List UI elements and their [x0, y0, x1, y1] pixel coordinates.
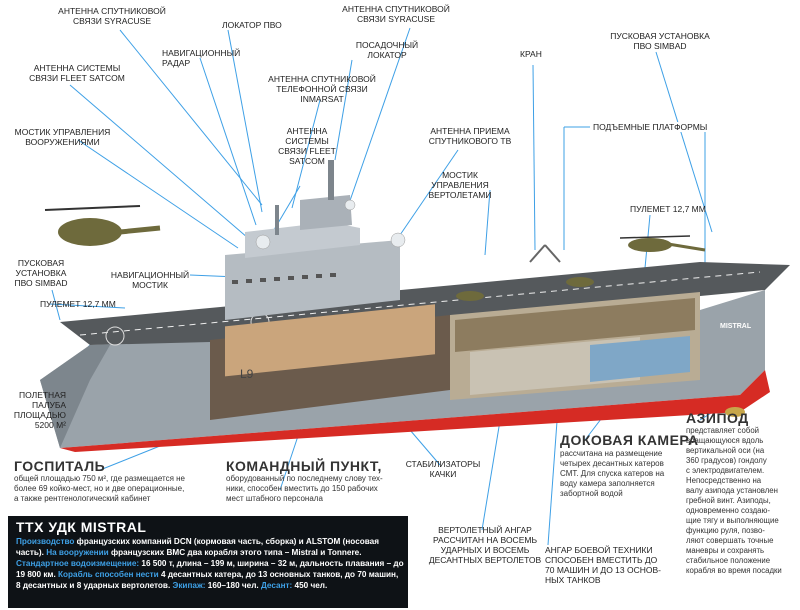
specs-val-troops: 450 чел. — [292, 581, 328, 590]
cutaway-interior — [210, 292, 700, 420]
specs-key-displacement: Стандартное водоизмещение: — [16, 559, 140, 568]
helicopter-left — [44, 205, 161, 246]
command-text: оборудованный по последнему слову тех- н… — [226, 474, 383, 503]
label-simbad-top: ПУСКОВАЯ УСТАНОВКА ПВО SIMBAD — [610, 31, 710, 51]
specs-key-production: Производство — [16, 537, 75, 546]
label-fleet-satcom-mid: АНТЕННА СИСТЕМЫ СВЯЗИ FLEET SATCOM — [278, 126, 336, 166]
specs-val-displacement: 16 500 т, длина – 199 м, ширина – 32 м, … — [16, 559, 404, 579]
label-nav-radar: НАВИГАЦИОННЫЙ РАДАР — [162, 48, 241, 68]
specs-box: ТТХ УДК MISTRAL Производство французских… — [8, 516, 408, 608]
label-fleet-satcom-left: АНТЕННА СИСТЕМЫ СВЯЗИ FLEET SATCOM — [29, 63, 125, 83]
label-weapons-bridge: МОСТИК УПРАВЛЕНИЯ ВООРУЖЕНИЯМИ — [14, 127, 111, 147]
label-syracuse-left: АНТЕННА СПУТНИКОВОЙ СВЯЗИ SYRACUSE — [58, 6, 166, 26]
azipod — [725, 407, 745, 417]
ship-name-mark: MISTRAL — [720, 323, 752, 330]
label-heli-bridge: МОСТИК УПРАВЛЕНИЯ ВЕРТОЛЕТАМИ — [428, 170, 492, 200]
label-nav-bridge: НАВИГАЦИОННЫЙ МОСТИК — [110, 270, 190, 290]
specs-val-capacity: 4 десантных катера, до 13 основных танко… — [16, 570, 399, 590]
command-title: КОМАНДНЫЙ ПУНКТ, — [226, 458, 382, 474]
azipod-title: АЗИПОД — [686, 410, 749, 426]
specs-val-production: французских компаний DCN (кормовая часть… — [16, 537, 380, 557]
hospital-text: общей площадью 750 м², где размещается н… — [14, 474, 186, 503]
dock-text: рассчитана на размещение четырех десантн… — [560, 449, 665, 498]
specs-key-capacity: Корабль способен нести — [58, 570, 159, 579]
label-stabilizers: СТАБИЛИЗАТОРЫ КАЧКИ — [405, 459, 481, 479]
label-mg-left: ПУЛЕМЕТ 12,7 ММ — [40, 299, 116, 309]
island — [225, 160, 406, 320]
label-pvo-locator: ЛОКАТОР ПВО — [222, 20, 282, 30]
dock-title: ДОКОВАЯ КАМЕРА — [560, 432, 699, 448]
specs-val-crew: 160–180 чел. — [205, 581, 261, 590]
label-heli-hangar: ВЕРТОЛЕТНЫЙ АНГАР РАССЧИТАН НА ВОСЕМЬ УД… — [428, 525, 542, 565]
crane — [529, 244, 561, 263]
helicopter-right — [619, 235, 706, 252]
specs-key-service: На вооружении — [46, 548, 109, 557]
specs-val-service: французских ВМС два корабля этого типа –… — [108, 548, 362, 557]
specs-key-crew: Экипаж: — [172, 581, 206, 590]
hull-mark: L9 — [240, 367, 254, 381]
label-simbad-left: ПУСКОВАЯ УСТАНОВКА ПВО SIMBAD — [14, 258, 68, 288]
label-mg-right: ПУЛЕМЕТ 12,7 ММ — [630, 204, 706, 214]
azipod-text: представляет собой вращающуюся вдоль вер… — [686, 426, 782, 575]
label-inmarsat: АНТЕННА СПУТНИКОВОЙ ТЕЛЕФОННОЙ СВЯЗИ INM… — [268, 74, 376, 104]
specs-title: ТТХ УДК MISTRAL — [16, 519, 147, 535]
specs-key-troops: Десант: — [260, 581, 293, 590]
label-vehicle-hangar: АНГАР БОЕВОЙ ТЕХНИКИ СПОСОБЕН ВМЕСТИТЬ Д… — [545, 545, 661, 585]
label-sat-tv: АНТЕННА ПРИЕМА СПУТНИКОВОГО ТВ — [428, 126, 512, 146]
deck-helicopters — [456, 277, 594, 301]
hospital-title: ГОСПИТАЛЬ — [14, 458, 106, 474]
label-crane: КРАН — [520, 49, 542, 59]
specs-text: Производство французских компаний DCN (к… — [16, 536, 404, 591]
label-syracuse-right: АНТЕННА СПУТНИКОВОЙ СВЯЗИ SYRACUSE — [342, 4, 450, 24]
label-landing-locator: ПОСАДОЧНЫЙ ЛОКАТОР — [355, 40, 419, 60]
label-lift-platforms: ПОДЪЕМНЫЕ ПЛАТФОРМЫ — [590, 122, 711, 132]
label-flight-deck: ПОЛЕТНАЯ ПАЛУБА ПЛОЩАДЬЮ 5200 М² — [13, 390, 66, 430]
